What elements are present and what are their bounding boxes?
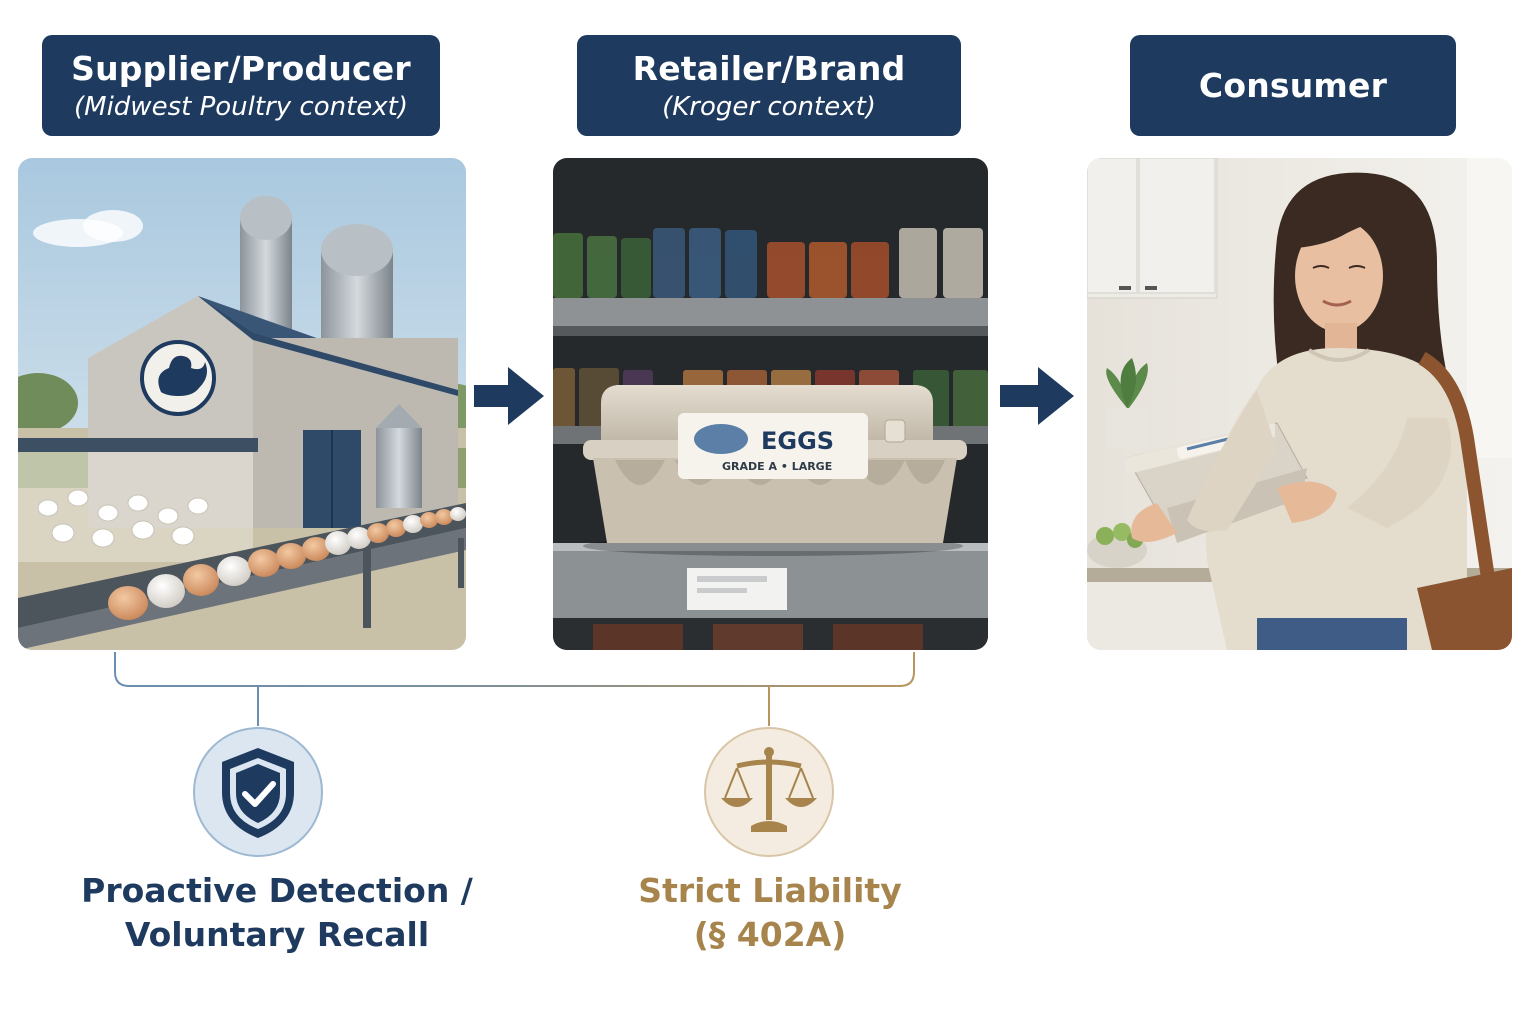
carton-grade: GRADE A • LARGE [722, 460, 832, 473]
outcome-line: Strict Liability [638, 871, 902, 910]
carton-brand: EGGS [761, 427, 834, 455]
stage-subtitle: (Midwest Poultry context) [74, 91, 408, 122]
stage-title: Retailer/Brand [632, 48, 906, 88]
outcome-line: (§ 402A) [693, 915, 847, 954]
stage-title: Supplier/Producer [71, 48, 411, 88]
outcome-line: Voluntary Recall [124, 915, 430, 954]
flow-arrow-icon [1000, 367, 1074, 425]
consumer-kitchen-illustration [1087, 158, 1512, 650]
flow-arrow-icon [474, 367, 544, 425]
stage-subtitle: (Kroger context) [662, 91, 876, 122]
scales-of-justice-icon [704, 727, 834, 857]
outcome-label-strict-liability: Strict Liability (§ 402A) [600, 869, 940, 957]
stage-header-retailer: Retailer/Brand (Kroger context) [577, 35, 961, 136]
stage-header-consumer: Consumer [1130, 35, 1456, 136]
stage-header-supplier: Supplier/Producer (Midwest Poultry conte… [42, 35, 440, 136]
outcome-label-proactive: Proactive Detection / Voluntary Recall [60, 869, 494, 957]
stage-title: Consumer [1198, 65, 1388, 105]
retailer-shelf-illustration: EGGS GRADE A • LARGE [553, 158, 988, 650]
outcome-line: Proactive Detection / [81, 871, 473, 910]
shield-check-icon [193, 727, 323, 857]
supplier-farm-illustration [18, 158, 466, 650]
